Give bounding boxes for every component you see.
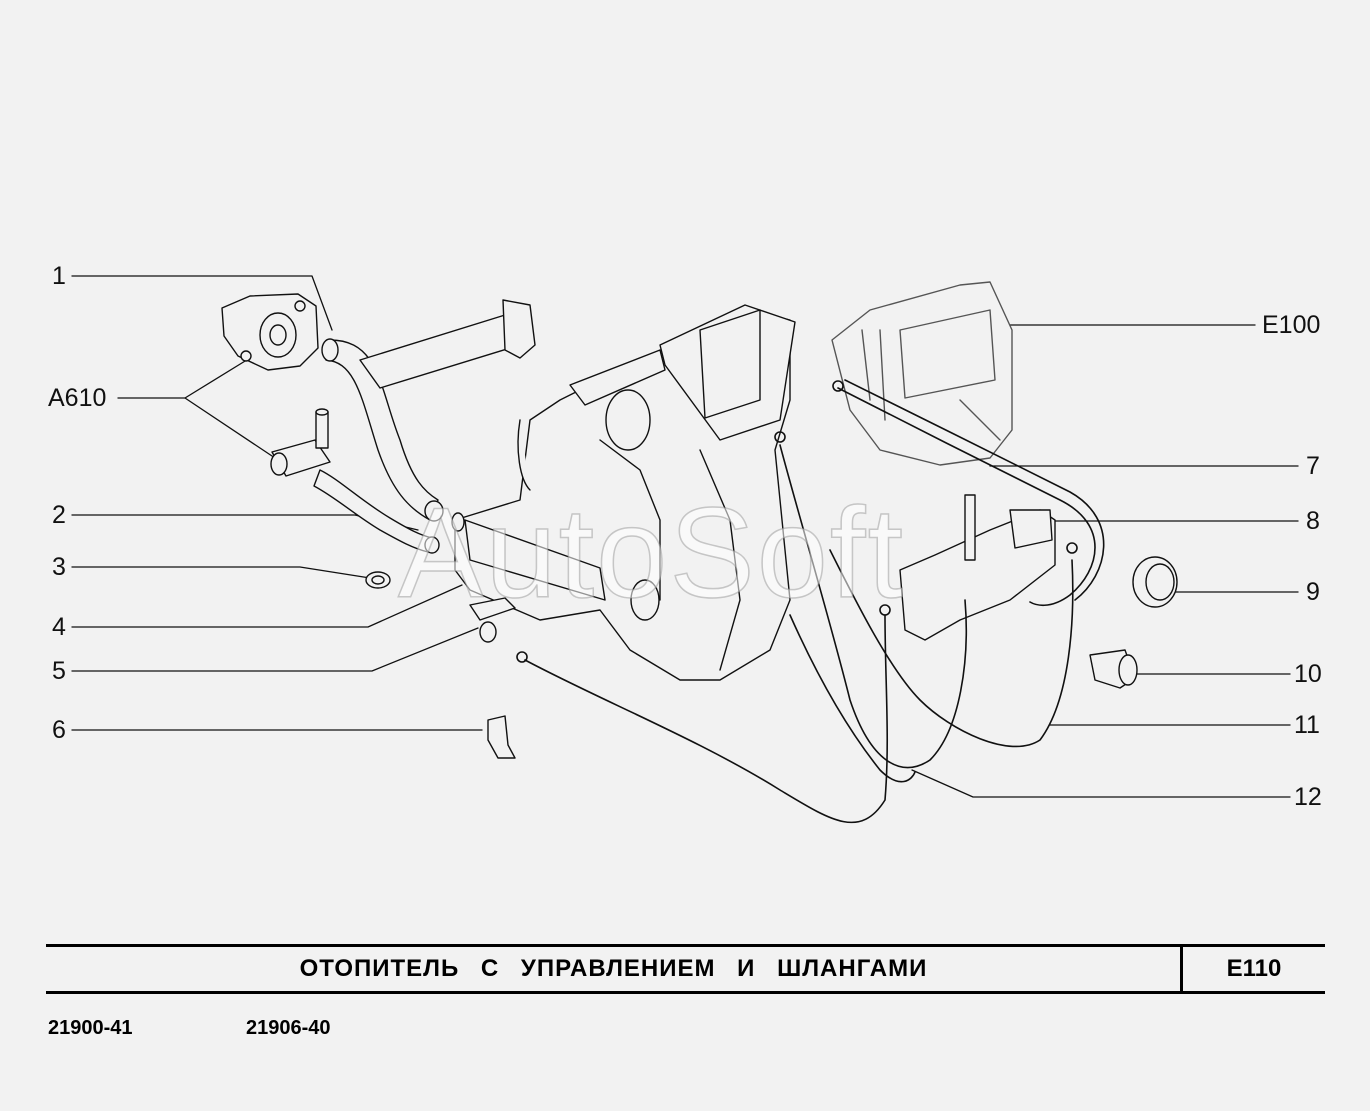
leader-1 (71, 275, 333, 331)
callout-12: 12 (1294, 783, 1322, 811)
leader-3 (71, 566, 371, 579)
leader-lines (71, 275, 1299, 798)
callout-6: 6 (52, 716, 66, 744)
hose-2 (313, 469, 440, 554)
callout-2: 2 (52, 501, 66, 529)
watermark-text: AutoSoft (397, 481, 905, 626)
cable-12b (524, 614, 889, 824)
callout-8: 8 (1306, 507, 1320, 535)
hose-1 (321, 338, 444, 522)
diagram-code: E110 (1226, 955, 1282, 982)
model-number-1: 21900-41 (48, 1017, 133, 1039)
heater-housing (451, 304, 796, 681)
pipe-tee (270, 408, 331, 477)
callout-5: 5 (52, 657, 66, 685)
title-divider (1180, 947, 1183, 991)
callout-3: 3 (52, 553, 66, 581)
cables (516, 379, 1105, 824)
cable-7b (844, 379, 1105, 601)
damper-lever (469, 597, 516, 643)
hose-clamp (365, 571, 391, 589)
callout-10: 10 (1294, 660, 1322, 688)
cable-11-eye (1066, 542, 1078, 554)
diagram-title: ОТОПИТЕЛЬ С УПРАВЛЕНИЕМ И ШЛАНГАМИ (299, 955, 928, 982)
cable-12a-eye (774, 431, 786, 443)
leader-12 (911, 769, 1291, 798)
cable-11 (829, 549, 1074, 748)
leader-a610-b (184, 397, 279, 461)
callout-11: 11 (1294, 711, 1320, 739)
cable-7-eye (832, 380, 844, 392)
callout-1: 1 (52, 262, 66, 290)
callout-e100: E100 (1262, 311, 1321, 339)
model-number-2: 21906-40 (246, 1017, 331, 1039)
fan-housing (831, 281, 1013, 466)
callout-9: 9 (1306, 578, 1320, 606)
heater-tap (221, 293, 319, 371)
outlet-tube (359, 299, 536, 389)
leader-5 (71, 627, 479, 672)
cable-12c (789, 614, 916, 783)
leader-4 (71, 584, 463, 628)
leader-a610 (117, 357, 251, 399)
callout-4: 4 (52, 613, 66, 641)
cable-12a (779, 444, 968, 769)
title-block: ОТОПИТЕЛЬ С УПРАВЛЕНИЕМ И ШЛАНГАМИ E110 (46, 944, 1325, 994)
cable-12b-eye (516, 651, 528, 663)
control-unit (899, 494, 1056, 641)
cable-7 (837, 387, 1096, 607)
knob-9 (1132, 556, 1178, 608)
knob-10 (1089, 649, 1138, 689)
cable-12b-eye2 (879, 604, 891, 616)
callout-a610: A610 (48, 384, 107, 412)
cable-clip (487, 715, 516, 759)
callout-7: 7 (1306, 452, 1320, 480)
